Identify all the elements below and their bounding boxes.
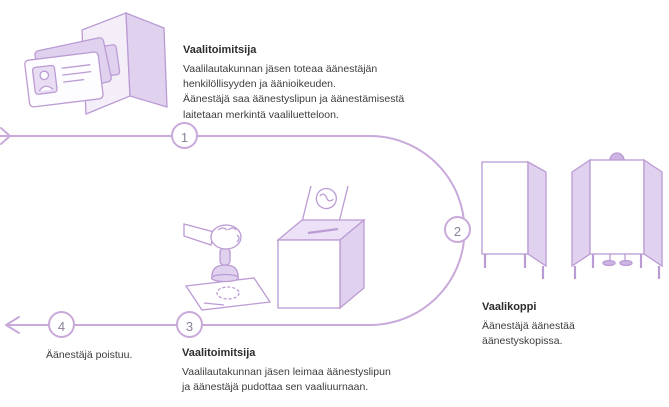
- official-bottom-body: Vaalilautakunnan jäsen leimaa äänestysli…: [182, 366, 391, 394]
- booth-text: Vaalikoppi Äänestäjä äänestää äänestysko…: [482, 301, 652, 349]
- flow-arrow-left-icon: [5, 316, 20, 334]
- id-documents-illustration: [24, 12, 168, 115]
- official-bottom-text: Vaalitoimitsija Vaalilautakunnan jäsen l…: [182, 347, 432, 395]
- step-marker-1: 1: [171, 122, 198, 149]
- voting-booth-left-icon: [481, 160, 547, 279]
- booth-title: Vaalikoppi: [482, 301, 537, 313]
- step-marker-3: 3: [176, 311, 203, 338]
- official-top-text: Vaalitoimitsija Vaalilautakunnan jäsen t…: [183, 44, 423, 123]
- step-marker-2: 2: [444, 216, 471, 243]
- step-marker-4: 4: [48, 311, 75, 338]
- flow-start-chevron-icon: [0, 127, 11, 145]
- voting-booths-illustration: [481, 152, 663, 279]
- exit-label: Äänestäjä poistuu.: [46, 349, 133, 361]
- official-top-body: Vaalilautakunnan jäsen toteaa äänestäjän…: [183, 63, 405, 121]
- stamp-and-ballot-box-illustration: [183, 186, 366, 311]
- stamping-hand-icon: [183, 223, 272, 311]
- id-card-icon: [24, 51, 104, 108]
- booth-body: Äänestäjä äänestää äänestyskopissa.: [482, 320, 575, 348]
- voter-foot-icon: [602, 259, 616, 267]
- official-bottom-title: Vaalitoimitsija: [182, 347, 256, 359]
- voting-booth-right-icon: [571, 152, 663, 279]
- ballot-box-icon: [276, 218, 366, 310]
- exit-text: Äänestäjä poistuu.: [46, 349, 132, 361]
- voter-foot-icon: [619, 259, 633, 267]
- official-top-title: Vaalitoimitsija: [183, 44, 257, 56]
- ballot-paper-icon: [300, 186, 350, 233]
